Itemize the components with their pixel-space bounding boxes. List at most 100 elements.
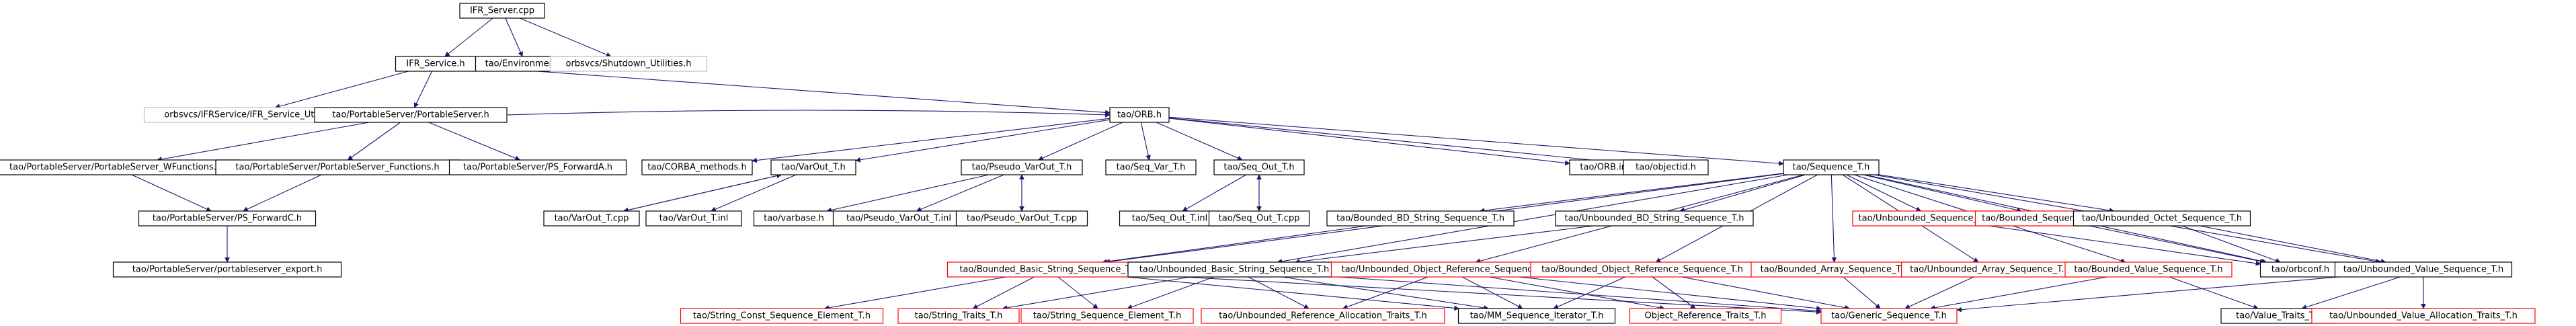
include-edge	[1168, 116, 1784, 166]
file-node-corba-methods-h[interactable]: tao/CORBA_methods.h	[641, 159, 753, 175]
include-edge	[1182, 174, 1247, 212]
file-node-unbounded-value-alloc-traits-h[interactable]: tao/Unbounded_Value_Allocation_Traits_T.…	[2311, 308, 2536, 324]
file-node-seq-var-t-h[interactable]: tao/Seq_Var_T.h	[1105, 159, 1197, 175]
file-node-label: tao/Unbounded_Array_Sequence_T.h	[1910, 265, 2070, 275]
file-node-objectid-h[interactable]: tao/objectid.h	[1623, 159, 1709, 175]
file-node-unbounded-object-ref-seq-h[interactable]: tao/Unbounded_Object_Reference_Sequence_…	[1330, 261, 1566, 278]
file-node-label: IFR_Service.h	[406, 59, 465, 69]
file-node-label: tao/Generic_Sequence_T.h	[1831, 311, 1947, 321]
file-node-seq-out-t-inl[interactable]: tao/Seq_Out_T.inl	[1119, 210, 1221, 227]
include-edge	[1338, 276, 1822, 314]
file-node-bounded-array-seq-h[interactable]: tao/Bounded_Array_Sequence_T.h	[1750, 261, 1919, 278]
include-edge	[1488, 276, 1665, 311]
include-edge	[1150, 274, 1822, 315]
file-node-label: tao/Unbounded_Object_Reference_Sequence_…	[1341, 265, 1554, 275]
file-node-label: tao/Seq_Out_T.inl	[1132, 214, 1207, 224]
file-node-box	[770, 159, 856, 175]
file-node-bounded-bd-string-seq-h[interactable]: tao/Bounded_BD_String_Sequence_T.h	[1326, 210, 1515, 227]
file-node-ps-forwardc-h[interactable]: tao/PortableServer/PS_ForwardC.h	[138, 210, 317, 227]
file-node-label: tao/objectid.h	[1636, 163, 1696, 173]
file-node-ps-export-h[interactable]: tao/PortableServer/portableserver_export…	[112, 261, 342, 278]
include-edge	[157, 122, 370, 162]
include-edge	[347, 122, 401, 161]
file-node-string-seq-element-h[interactable]: tao/String_Sequence_Element_T.h	[1020, 308, 1194, 324]
file-node-box	[897, 308, 1020, 324]
include-edge	[972, 276, 1035, 309]
file-node-sequence-t-h[interactable]: tao/Sequence_T.h	[1783, 159, 1880, 175]
file-node-label: tao/varbase.h	[764, 214, 824, 224]
file-node-ps-wfunctions-h[interactable]: tao/PortableServer/PortableServer_WFunct…	[0, 159, 241, 175]
include-edge	[1956, 276, 2339, 313]
include-edge	[1863, 174, 2022, 213]
file-node-ifr-service-h[interactable]: IFR_Service.h	[395, 56, 477, 72]
file-node-bounded-value-seq-h[interactable]: tao/Bounded_Value_Sequence_T.h	[2064, 261, 2232, 278]
file-node-shutdown-utilities-h[interactable]: orbsvcs/Shutdown_Utilities.h	[549, 56, 708, 72]
file-node-generic-seq-h[interactable]: tao/Generic_Sequence_T.h	[1820, 308, 1958, 324]
file-node-unbounded-basic-string-seq-h[interactable]: tao/Unbounded_Basic_String_Sequence_T.h	[1127, 261, 1341, 278]
file-node-unbounded-ref-alloc-traits-h[interactable]: tao/Unbounded_Reference_Allocation_Trait…	[1201, 308, 1445, 324]
file-node-box	[1326, 210, 1515, 227]
file-node-varout-t-h[interactable]: tao/VarOut_T.h	[770, 159, 856, 175]
include-edge	[519, 17, 612, 57]
file-node-ps-functions-h[interactable]: tao/PortableServer/PortableServer_Functi…	[215, 159, 460, 175]
file-node-label: tao/Unbounded_Octet_Sequence_T.h	[2082, 214, 2242, 224]
file-node-ifr-service-utils-h[interactable]: orbsvcs/IFRService/IFR_Service_Utils.h	[143, 107, 353, 123]
edge-layer	[131, 17, 2426, 315]
include-edge	[1679, 174, 1806, 212]
file-node-label: tao/PortableServer/portableserver_export…	[132, 265, 323, 275]
include-edge	[1904, 276, 1974, 309]
file-node-box	[641, 159, 753, 175]
file-node-label: tao/orbconf.h	[2271, 265, 2329, 275]
file-node-seq-out-t-cpp[interactable]: tao/Seq_Out_T.cpp	[1208, 210, 1310, 227]
include-edge	[2181, 225, 2281, 263]
file-node-label: tao/VarOut_T.cpp	[555, 214, 629, 224]
include-edge	[2200, 225, 2386, 264]
include-edge	[1830, 174, 1837, 263]
include-edge	[1846, 174, 1922, 212]
file-node-label: tao/Environment.h	[485, 59, 567, 69]
file-node-bounded-object-ref-seq-h[interactable]: tao/Bounded_Object_Reference_Sequence_T.…	[1530, 261, 1755, 278]
file-node-string-const-seq-element-h[interactable]: tao/String_Const_Sequence_Element_T.h	[680, 308, 884, 324]
file-node-label: tao/PortableServer/PortableServer.h	[332, 110, 489, 120]
file-node-value-traits-h[interactable]: tao/Value_Traits_T.h	[2220, 308, 2337, 324]
file-node-orbconf-h[interactable]: tao/orbconf.h	[2259, 261, 2341, 278]
file-node-box	[1020, 308, 1194, 324]
file-node-string-traits-h[interactable]: tao/String_Traits_T.h	[897, 308, 1020, 324]
file-node-box	[1623, 159, 1709, 175]
file-node-unbounded-octet-seq-h[interactable]: tao/Unbounded_Octet_Sequence_T.h	[2072, 210, 2251, 227]
file-node-label: tao/Pseudo_VarOut_T.h	[972, 163, 1072, 173]
file-node-label: tao/Bounded_Value_Sequence_T.h	[2074, 265, 2222, 275]
file-node-unbounded-value-seq-h[interactable]: tao/Unbounded_Value_Sequence_T.h	[2334, 261, 2513, 278]
file-node-bounded-basic-string-seq-h[interactable]: tao/Bounded_Basic_String_Sequence_T.h	[947, 261, 1151, 278]
file-node-box	[2311, 308, 2536, 324]
include-edge	[1843, 276, 1881, 309]
file-node-varout-t-cpp[interactable]: tao/VarOut_T.cpp	[543, 210, 640, 227]
include-edge	[131, 174, 212, 212]
include-edge	[1126, 276, 1460, 311]
file-node-unbounded-bd-string-seq-h[interactable]: tao/Unbounded_BD_String_Sequence_T.h	[1555, 210, 1754, 227]
file-node-label: IFR_Server.cpp	[470, 6, 534, 16]
include-edge	[243, 174, 322, 212]
include-edge	[711, 174, 797, 212]
include-edge	[916, 174, 1004, 212]
include-edge	[505, 17, 523, 57]
file-node-orb-h[interactable]: tao/ORB.h	[1109, 107, 1170, 123]
file-node-ps-forward-h[interactable]: tao/PortableServer/PS_ForwardA.h	[448, 159, 627, 175]
file-node-portableserver-h[interactable]: tao/PortableServer/PortableServer.h	[314, 107, 508, 123]
file-node-varout-t-inl[interactable]: tao/VarOut_T.inl	[645, 210, 742, 227]
file-node-mm-seq-iterator-h[interactable]: tao/MM_Sequence_Iterator_T.h	[1457, 308, 1616, 324]
file-node-seq-out-t-h[interactable]: tao/Seq_Out_T.h	[1213, 159, 1305, 175]
file-node-pseudo-varout-t-h[interactable]: tao/Pseudo_VarOut_T.h	[961, 159, 1083, 175]
file-node-orb-inl[interactable]: tao/ORB.inl	[1569, 159, 1640, 175]
file-node-varbase-h[interactable]: tao/varbase.h	[753, 210, 835, 227]
file-node-object-ref-traits-h[interactable]: Object_Reference_Traits_T.h	[1629, 308, 1782, 324]
file-node-pseudo-varout-t-inl[interactable]: tao/Pseudo_VarOut_T.inl	[832, 210, 965, 227]
file-node-label: Object_Reference_Traits_T.h	[1645, 311, 1767, 321]
file-node-label: tao/Seq_Out_T.h	[1223, 163, 1294, 173]
file-node-unbounded-array-seq-h[interactable]: tao/Unbounded_Array_Sequence_T.h	[1900, 261, 2079, 278]
include-edge	[444, 17, 493, 57]
file-node-label: tao/Bounded_BD_String_Sequence_T.h	[1336, 214, 1504, 224]
file-node-pseudo-varout-t-cpp[interactable]: tao/Pseudo_VarOut_T.cpp	[955, 210, 1088, 227]
